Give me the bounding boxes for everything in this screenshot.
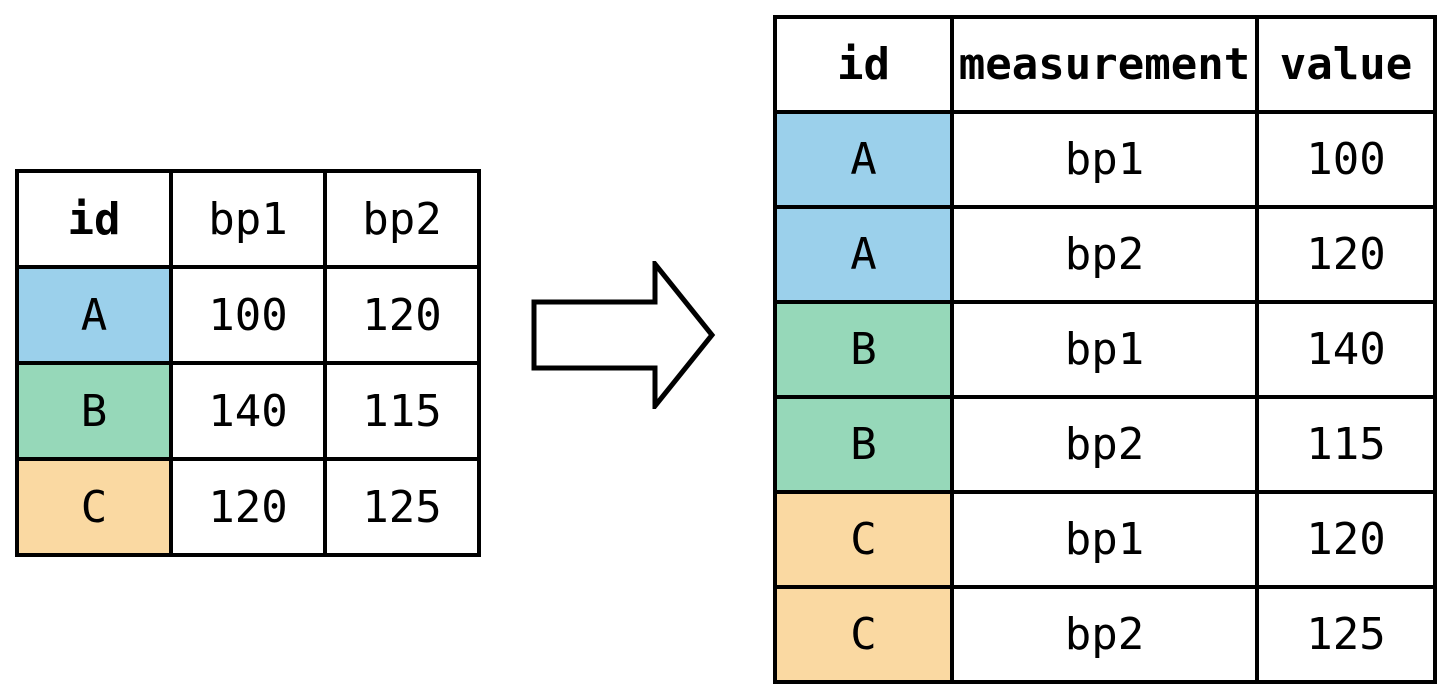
long-header-row: id measurement value (773, 15, 1437, 114)
wide-row-b-bp1-cell: 140 (169, 361, 327, 461)
long-row-b-bp2-measurement-cell: bp2 (950, 395, 1259, 494)
wide-row-a-bp1-cell: 100 (169, 265, 327, 365)
wide-row-c: C 120 125 (15, 457, 481, 557)
wide-row-c-bp2-cell: 125 (323, 457, 481, 557)
wide-row-a: A 100 120 (15, 265, 481, 365)
wide-header-row: id bp1 bp2 (15, 169, 481, 269)
wide-row-b-id-cell: B (15, 361, 173, 461)
long-row-b-bp1: B bp1 140 (773, 300, 1437, 399)
long-row-c-bp1-id-cell: C (773, 490, 954, 589)
wide-header-bp2: bp2 (323, 169, 481, 269)
long-row-a-bp2: A bp2 120 (773, 205, 1437, 304)
long-row-c-bp2-id-cell: C (773, 585, 954, 684)
wide-table: id bp1 bp2 A 100 120 B 140 115 C 120 125 (15, 169, 481, 557)
long-row-a-bp2-value-cell: 120 (1255, 205, 1437, 304)
long-row-a-bp2-measurement-cell: bp2 (950, 205, 1259, 304)
wide-row-b-bp2-cell: 115 (323, 361, 481, 461)
long-header-measurement: measurement (950, 15, 1259, 114)
long-row-b-bp2: B bp2 115 (773, 395, 1437, 494)
long-row-b-bp2-value-cell: 115 (1255, 395, 1437, 494)
long-row-c-bp1-measurement-cell: bp1 (950, 490, 1259, 589)
long-row-c-bp2: C bp2 125 (773, 585, 1437, 684)
wide-row-a-bp2-cell: 120 (323, 265, 481, 365)
long-row-b-bp2-id-cell: B (773, 395, 954, 494)
long-header-id: id (773, 15, 954, 114)
long-row-b-bp1-id-cell: B (773, 300, 954, 399)
long-row-a-bp1-measurement-cell: bp1 (950, 110, 1259, 209)
long-row-b-bp1-value-cell: 140 (1255, 300, 1437, 399)
long-row-a-bp2-id-cell: A (773, 205, 954, 304)
long-row-b-bp1-measurement-cell: bp1 (950, 300, 1259, 399)
wide-row-a-id-cell: A (15, 265, 173, 365)
long-row-c-bp1-value-cell: 120 (1255, 490, 1437, 589)
long-row-a-bp1-value-cell: 100 (1255, 110, 1437, 209)
long-row-c-bp2-value-cell: 125 (1255, 585, 1437, 684)
long-row-a-bp1: A bp1 100 (773, 110, 1437, 209)
wide-header-bp1: bp1 (169, 169, 327, 269)
wide-row-c-id-cell: C (15, 457, 173, 557)
right-block-arrow-icon (531, 256, 716, 414)
long-row-a-bp1-id-cell: A (773, 110, 954, 209)
wide-row-c-bp1-cell: 120 (169, 457, 327, 557)
transform-arrow-icon (531, 256, 716, 414)
wide-row-b: B 140 115 (15, 361, 481, 461)
long-row-c-bp1: C bp1 120 (773, 490, 1437, 589)
long-row-c-bp2-measurement-cell: bp2 (950, 585, 1259, 684)
long-table: id measurement value A bp1 100 A bp2 120… (773, 15, 1437, 684)
long-header-value: value (1255, 15, 1437, 114)
wide-header-id: id (15, 169, 173, 269)
